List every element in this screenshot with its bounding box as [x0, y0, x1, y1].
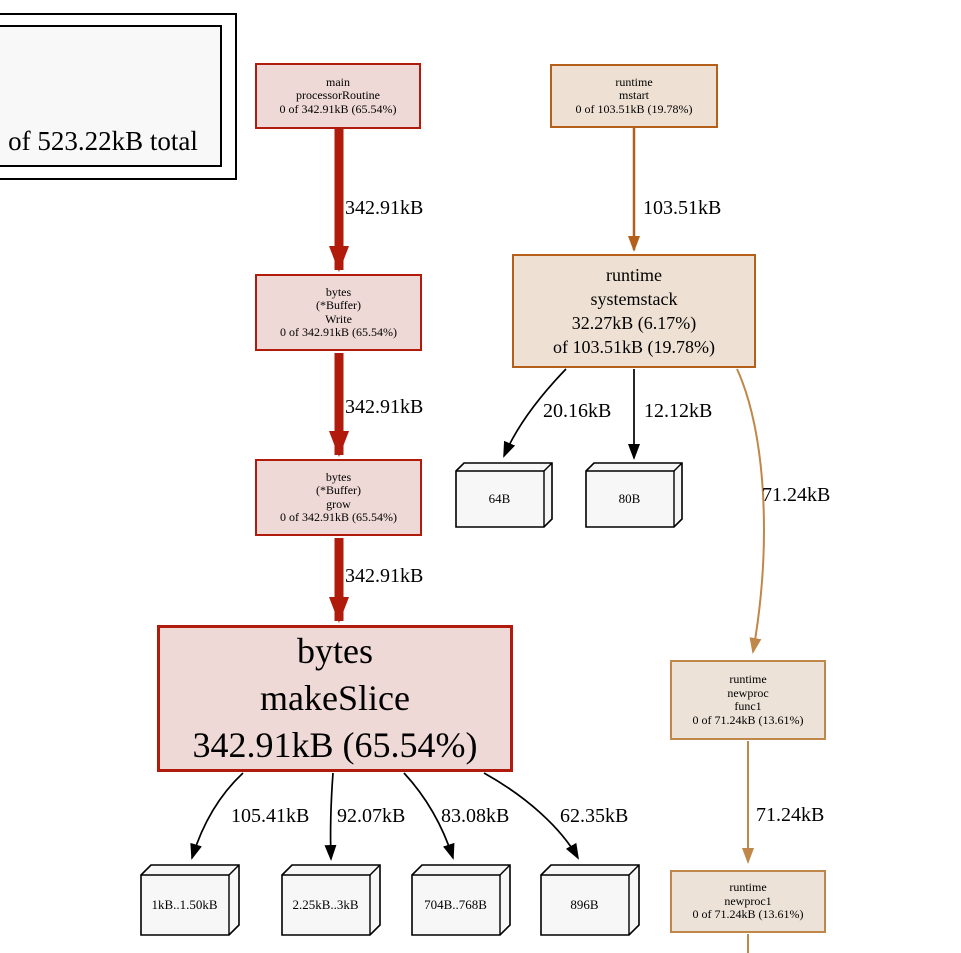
node-runtime-systemstack[interactable]: runtime systemstack 32.27kB (6.17%) of 1…: [512, 254, 756, 368]
bucket-label: 80B: [618, 491, 641, 506]
node-label: bytes (*Buffer) Write 0 of 342.91kB (65.…: [280, 284, 397, 339]
edge-systemstack-to-newproc-func1: [736, 368, 765, 654]
node-label: bytes makeSlice 342.91kB (65.54%): [192, 631, 478, 765]
edge-makeslice-to-704b: [403, 772, 455, 860]
node-label: runtime newproc1 0 of 71.24kB (13.61%): [692, 880, 804, 922]
edge-systemstack-to-64b: [503, 368, 567, 458]
box3d-shape: [411, 864, 511, 936]
node-bucket-64b[interactable]: 64B: [455, 462, 553, 528]
bucket-label: 64B: [488, 491, 511, 506]
node-runtime-newproc-func1[interactable]: runtime newproc func1 0 of 71.24kB (13.6…: [670, 660, 826, 740]
node-runtime-mstart[interactable]: runtime mstart 0 of 103.51kB (19.78%): [550, 64, 718, 128]
box3d-shape: [140, 864, 240, 936]
node-bucket-704b-768b[interactable]: 704B..768B: [411, 864, 511, 936]
edge-label: 342.91kB: [345, 565, 424, 587]
bucket-label: 896B: [570, 897, 599, 912]
edge-label: 342.91kB: [345, 197, 424, 219]
edge-makeslice-to-2-25kb: [324, 772, 337, 861]
node-bytes-makeslice[interactable]: bytes makeSlice 342.91kB (65.54%): [157, 625, 513, 772]
edge-label: 342.91kB: [345, 396, 424, 418]
node-bucket-896b[interactable]: 896B: [540, 864, 640, 936]
node-label: runtime newproc func1 0 of 71.24kB (13.6…: [692, 672, 804, 727]
node-bytes-buffer-grow[interactable]: bytes (*Buffer) grow 0 of 342.91kB (65.5…: [255, 459, 422, 536]
edge-label: 105.41kB: [231, 805, 310, 827]
node-bucket-80b[interactable]: 80B: [585, 462, 683, 528]
edge-label: 71.24kB: [762, 484, 831, 506]
edge-label: 20.16kB: [543, 400, 612, 422]
box3d-shape: [585, 462, 683, 528]
edge-label: 103.51kB: [643, 197, 722, 219]
node-label: main processorRoutine 0 of 342.91kB (65.…: [279, 74, 397, 116]
legend-box: of 523.22kB total: [0, 25, 222, 167]
node-bucket-1kb-1-50kb[interactable]: 1kB..1.50kB: [140, 864, 240, 936]
edge-label: 92.07kB: [337, 805, 406, 827]
edge-makeslice-to-896b: [483, 772, 579, 860]
node-bucket-2-25kb-3kb[interactable]: 2.25kB..3kB: [281, 864, 381, 936]
bucket-label: 2.25kB..3kB: [292, 897, 359, 912]
node-runtime-newproc1[interactable]: runtime newproc1 0 of 71.24kB (13.61%): [670, 870, 826, 933]
bucket-label: 704B..768B: [424, 897, 487, 912]
node-bytes-buffer-write[interactable]: bytes (*Buffer) Write 0 of 342.91kB (65.…: [255, 274, 422, 351]
edge-label: 12.12kB: [644, 400, 713, 422]
edge-label: 71.24kB: [756, 804, 825, 826]
node-label: runtime mstart 0 of 103.51kB (19.78%): [575, 74, 693, 116]
box3d-shape: [540, 864, 640, 936]
legend-total-text: of 523.22kB total: [8, 126, 198, 156]
box3d-shape: [281, 864, 381, 936]
node-main-processorRoutine[interactable]: main processorRoutine 0 of 342.91kB (65.…: [255, 63, 421, 129]
node-label: runtime systemstack 32.27kB (6.17%) of 1…: [553, 265, 715, 357]
box3d-shape: [455, 462, 553, 528]
edge-makeslice-to-1kb: [190, 772, 244, 860]
node-label: bytes (*Buffer) grow 0 of 342.91kB (65.5…: [280, 469, 397, 524]
edge-label: 83.08kB: [441, 805, 510, 827]
edge-label: 62.35kB: [560, 805, 629, 827]
bucket-label: 1kB..1.50kB: [151, 897, 218, 912]
